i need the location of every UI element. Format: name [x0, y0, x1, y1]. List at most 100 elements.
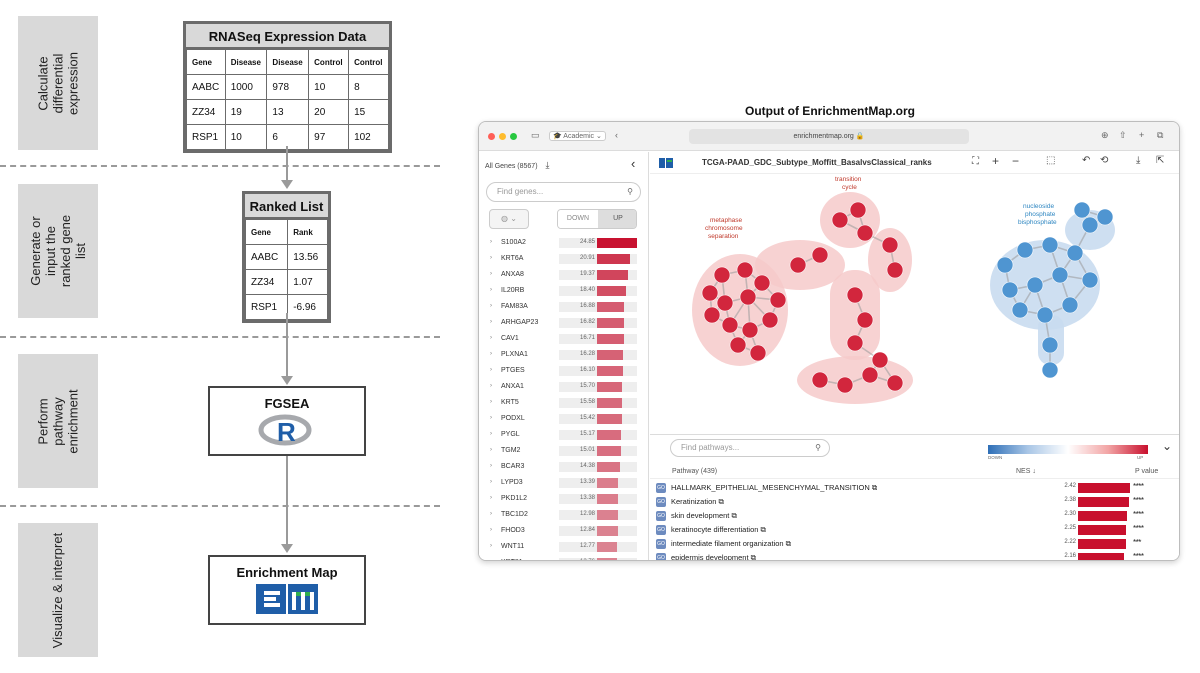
- network-node[interactable]: [1041, 361, 1059, 379]
- network-node[interactable]: [1081, 216, 1099, 234]
- network-node[interactable]: [1011, 301, 1029, 319]
- network-node[interactable]: [789, 256, 807, 274]
- expand-gene-icon[interactable]: ›: [490, 303, 492, 309]
- pathway-search-input[interactable]: Find pathways... ⚲: [670, 439, 830, 457]
- expand-gene-icon[interactable]: ›: [490, 351, 492, 357]
- network-node[interactable]: [741, 321, 759, 339]
- network-node[interactable]: [1026, 276, 1044, 294]
- gene-row[interactable]: ›KRT8112.76: [479, 555, 649, 560]
- network-node[interactable]: [1001, 281, 1019, 299]
- network-node[interactable]: [881, 236, 899, 254]
- expand-gene-icon[interactable]: ›: [490, 383, 492, 389]
- back-icon[interactable]: ‹: [615, 130, 618, 140]
- expand-gene-icon[interactable]: ›: [490, 239, 492, 245]
- expand-gene-icon[interactable]: ›: [490, 463, 492, 469]
- pathway-name[interactable]: epidermis development ⧉: [671, 553, 756, 561]
- zoom-out-icon[interactable]: −: [1012, 154, 1020, 168]
- network-node[interactable]: [1041, 336, 1059, 354]
- close-dot-icon[interactable]: [488, 133, 495, 140]
- network-node[interactable]: [886, 261, 904, 279]
- network-node[interactable]: [716, 294, 734, 312]
- up-toggle-button[interactable]: UP: [598, 210, 636, 228]
- network-node[interactable]: [761, 311, 779, 329]
- network-node[interactable]: [849, 201, 867, 219]
- share-network-icon[interactable]: ⇱: [1156, 155, 1165, 166]
- network-node[interactable]: [1016, 241, 1034, 259]
- network-node[interactable]: [1036, 306, 1054, 324]
- network-node[interactable]: [846, 334, 864, 352]
- pathway-name[interactable]: Keratinization ⧉: [671, 497, 724, 506]
- expand-gene-icon[interactable]: ›: [490, 447, 492, 453]
- expand-gene-icon[interactable]: ›: [490, 495, 492, 501]
- network-node[interactable]: [811, 246, 829, 264]
- sidebar-toggle-icon[interactable]: ▭: [531, 130, 540, 140]
- network-node[interactable]: [1061, 296, 1079, 314]
- tab-group-button[interactable]: 🎓 Academic ⌄: [549, 131, 606, 141]
- minimize-dot-icon[interactable]: [499, 133, 506, 140]
- network-node[interactable]: [856, 311, 874, 329]
- network-node[interactable]: [836, 376, 854, 394]
- expand-gene-icon[interactable]: ›: [490, 367, 492, 373]
- network-node[interactable]: [846, 286, 864, 304]
- network-node[interactable]: [811, 371, 829, 389]
- expand-gene-icon[interactable]: ›: [490, 319, 492, 325]
- expand-gene-icon[interactable]: ›: [490, 559, 492, 560]
- network-node[interactable]: [1096, 208, 1114, 226]
- url-bar[interactable]: enrichmentmap.org 🔒: [689, 129, 969, 144]
- export-icon[interactable]: ⤓: [1136, 155, 1141, 166]
- expand-gene-icon[interactable]: ›: [490, 479, 492, 485]
- network-graph[interactable]: metaphase chromosome separation phase tr…: [650, 175, 1180, 420]
- share-icon[interactable]: ⇧: [1119, 130, 1127, 140]
- network-node[interactable]: [1041, 236, 1059, 254]
- network-node[interactable]: [996, 256, 1014, 274]
- maximize-dot-icon[interactable]: [510, 133, 517, 140]
- fit-view-icon[interactable]: ⛶: [972, 156, 979, 167]
- network-node[interactable]: [729, 336, 747, 354]
- export-genes-icon[interactable]: ⤓: [545, 160, 550, 170]
- expand-gene-icon[interactable]: ›: [490, 415, 492, 421]
- gene-set-selector[interactable]: ◍ ⌄: [489, 209, 529, 229]
- expand-gene-icon[interactable]: ›: [490, 271, 492, 277]
- undo-icon[interactable]: ↶: [1082, 155, 1091, 166]
- network-node[interactable]: [769, 291, 787, 309]
- network-node[interactable]: [831, 211, 849, 229]
- collapse-panel-icon[interactable]: ⌄: [1162, 439, 1173, 453]
- network-node[interactable]: [861, 366, 879, 384]
- zoom-in-icon[interactable]: +: [992, 154, 1000, 168]
- network-node[interactable]: [739, 288, 757, 306]
- expand-gene-icon[interactable]: ›: [490, 543, 492, 549]
- pathway-column-header[interactable]: Pathway (439): [672, 468, 718, 475]
- reset-icon[interactable]: ⟲: [1100, 155, 1109, 166]
- expand-gene-icon[interactable]: ›: [490, 431, 492, 437]
- network-node[interactable]: [713, 266, 731, 284]
- network-node[interactable]: [886, 374, 904, 392]
- network-node[interactable]: [721, 316, 739, 334]
- pvalue-column-header[interactable]: P value: [1135, 468, 1159, 475]
- network-node[interactable]: [1073, 201, 1091, 219]
- download-icon[interactable]: ⊕: [1101, 130, 1109, 140]
- expand-gene-icon[interactable]: ›: [490, 255, 492, 261]
- pathway-name[interactable]: HALLMARK_EPITHELIAL_MESENCHYMAL_TRANSITI…: [671, 483, 878, 492]
- network-node[interactable]: [753, 274, 771, 292]
